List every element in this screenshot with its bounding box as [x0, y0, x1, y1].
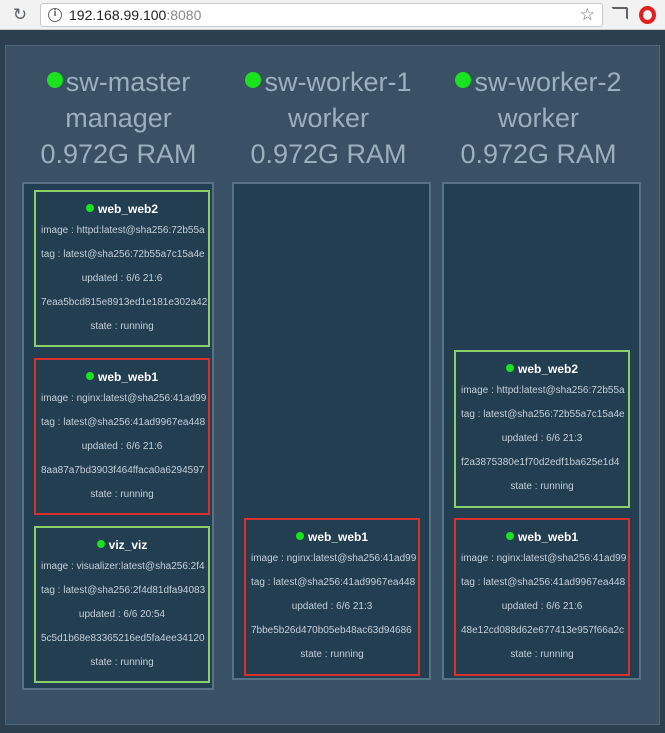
task-image: image : nginx:latest@sha256:41ad99 [41, 393, 207, 404]
node-ram: 0.972G RAM [460, 139, 617, 169]
node-role: manager [65, 103, 172, 133]
node-role: worker [287, 103, 369, 133]
task-status-dot [85, 372, 94, 380]
task-tag: tag : latest@sha256:41ad9967ea448 [461, 577, 626, 588]
task-id: 48e12cd088d62e677413e957f66a2c [461, 625, 624, 636]
task-id: 5c5d1b68e83365216ed5fa4ee34120 [41, 633, 205, 644]
task-status-dot [85, 204, 94, 212]
task-updated: updated : 6/6 21:6 [501, 601, 583, 612]
task-state: state : running [90, 321, 154, 332]
task-updated: updated : 6/6 21:3 [291, 601, 373, 612]
node-header: sw-worker-2 worker 0.972G RAM [436, 64, 641, 172]
info-icon[interactable]: i [48, 8, 62, 22]
task-tag: tag : latest@sha256:2f4d81dfa94083 [41, 585, 206, 596]
task-image: image : visualizer:latest@sha256:2f4 [41, 561, 205, 572]
task-name: web_web2 [97, 202, 159, 216]
browser-toolbar: ↻ i 192.168.99.100:8080 ☆ [0, 0, 665, 30]
task-state: state : running [90, 657, 154, 668]
task-state: state : running [510, 649, 574, 660]
task-updated: updated : 6/6 21:3 [501, 433, 583, 444]
node-task-container: web_web2 image : httpd:latest@sha256:72b… [442, 182, 641, 680]
node-task-container: web_web2 image : httpd:latest@sha256:72b… [22, 182, 214, 690]
address-bar[interactable]: i 192.168.99.100:8080 ☆ [40, 3, 603, 27]
node-name: sw-worker-1 [264, 67, 412, 97]
task-image: image : nginx:latest@sha256:41ad99 [461, 553, 627, 564]
task-status-dot [295, 532, 304, 540]
task-id: 7bbe5b26d470b05eb48ac63d94686 [251, 625, 412, 636]
task-image: image : httpd:latest@sha256:72b55a [461, 385, 625, 396]
url-text[interactable]: 192.168.99.100:8080 [69, 7, 201, 23]
task-status-dot [505, 364, 514, 372]
task-card[interactable]: web_web1 image : nginx:latest@sha256:41a… [34, 358, 210, 515]
task-updated: updated : 6/6 21:6 [81, 273, 163, 284]
task-name: web_web1 [307, 530, 369, 544]
task-image: image : httpd:latest@sha256:72b55a [41, 225, 205, 236]
star-icon[interactable]: ☆ [579, 5, 595, 25]
node-role: worker [497, 103, 579, 133]
task-name: web_web1 [517, 530, 579, 544]
task-card[interactable]: web_web1 image : nginx:latest@sha256:41a… [454, 518, 630, 676]
task-name: web_web2 [517, 362, 579, 376]
node-name: sw-master [65, 67, 191, 97]
task-card[interactable]: viz_viz image : visualizer:latest@sha256… [34, 526, 210, 683]
node-status-dot [455, 72, 472, 88]
task-tag: tag : latest@sha256:41ad9967ea448 [41, 417, 206, 428]
task-status-dot [505, 532, 514, 540]
task-state: state : running [300, 649, 364, 660]
task-tag: tag : latest@sha256:41ad9967ea448 [251, 577, 416, 588]
task-tag: tag : latest@sha256:72b55a7c15a4e [461, 409, 625, 420]
url-port: :8080 [166, 7, 202, 23]
node-name: sw-worker-2 [474, 67, 622, 97]
reload-icon[interactable]: ↻ [12, 5, 28, 25]
task-card[interactable]: web_web2 image : httpd:latest@sha256:72b… [34, 190, 210, 347]
task-state: state : running [90, 489, 154, 500]
swarm-visualizer: sw-master manager 0.972G RAM web_web2 im… [5, 45, 660, 725]
node-status-dot [245, 72, 262, 88]
cast-icon[interactable] [611, 7, 628, 20]
task-status-dot [96, 540, 105, 548]
task-id: f2a3875380e1f70d2edf1ba625e1d4 [461, 457, 620, 468]
task-name: viz_viz [108, 538, 148, 552]
opera-icon[interactable] [639, 6, 656, 24]
task-updated: updated : 6/6 20:54 [78, 609, 166, 620]
task-card[interactable]: web_web1 image : nginx:latest@sha256:41a… [244, 518, 420, 676]
node-task-container: web_web1 image : nginx:latest@sha256:41a… [232, 182, 431, 680]
node-header: sw-master manager 0.972G RAM [6, 64, 231, 172]
task-id: 7eaa5bcd815e8913ed1e181e302a42 [41, 297, 208, 308]
task-id: 8aa87a7bd3903f464ffaca0a6294597 [41, 465, 205, 476]
task-updated: updated : 6/6 21:6 [81, 441, 163, 452]
task-name: web_web1 [97, 370, 159, 384]
task-card[interactable]: web_web2 image : httpd:latest@sha256:72b… [454, 350, 630, 508]
task-image: image : nginx:latest@sha256:41ad99 [251, 553, 417, 564]
task-tag: tag : latest@sha256:72b55a7c15a4e [41, 249, 205, 260]
node-header: sw-worker-1 worker 0.972G RAM [226, 64, 431, 172]
node-status-dot [46, 72, 63, 88]
node-ram: 0.972G RAM [250, 139, 407, 169]
node-ram: 0.972G RAM [40, 139, 197, 169]
url-host: 192.168.99.100 [69, 7, 167, 23]
task-state: state : running [510, 481, 574, 492]
